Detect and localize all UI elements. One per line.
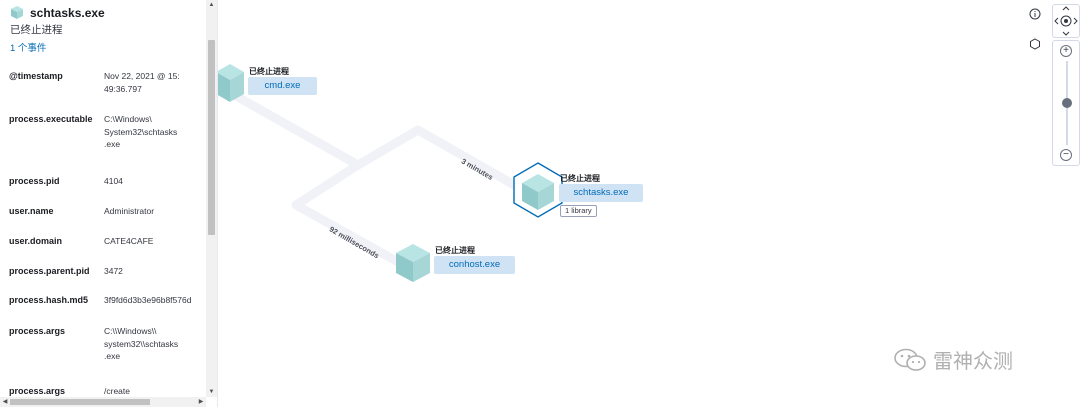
node-state-schtasks: 已终止进程 bbox=[560, 174, 600, 183]
target-icon[interactable] bbox=[1060, 15, 1072, 27]
node-name-schtasks[interactable]: schtasks.exe bbox=[559, 184, 643, 202]
field-row: process.pid 4104 bbox=[0, 175, 206, 188]
node-cube-conhost[interactable] bbox=[396, 244, 430, 282]
scroll-down-icon[interactable]: ▼ bbox=[208, 389, 215, 395]
field-row: process.executable C:\Windows\ System32\… bbox=[0, 113, 206, 151]
field-value: C:\\Windows\\ system32\\schtasks .exe bbox=[104, 326, 179, 361]
field-key: user.name bbox=[9, 206, 54, 216]
edge-cmd-schtasks bbox=[219, 84, 526, 194]
field-key: process.parent.pid bbox=[9, 266, 90, 276]
watermark: 雷神众测 bbox=[893, 345, 1013, 374]
process-cube-icon bbox=[11, 6, 23, 19]
field-row: process.parent.pid 3472 bbox=[0, 265, 206, 278]
scroll-left-icon[interactable]: ◀ bbox=[2, 399, 8, 405]
process-status: 已终止进程 bbox=[10, 24, 63, 36]
field-key: process.args bbox=[9, 326, 66, 336]
graph-edges bbox=[218, 64, 563, 282]
field-key: @timestamp bbox=[9, 71, 63, 81]
field-row: @timestamp Nov 22, 2021 @ 15: 49:36.797 bbox=[0, 70, 206, 95]
process-graph[interactable]: 3 minutes 92 milliseconds 已终止进程 cmd.exe … bbox=[218, 0, 1080, 407]
field-key: process.hash.md5 bbox=[9, 295, 89, 305]
node-name-cmd[interactable]: cmd.exe bbox=[248, 77, 317, 95]
field-value: C:\Windows\ System32\schtasks .exe bbox=[104, 114, 178, 149]
hexagon-icon[interactable] bbox=[1028, 38, 1042, 52]
field-row: process.hash.md5 3f9fd6d3b3e96b8f576d bbox=[0, 294, 206, 307]
node-state-cmd: 已终止进程 bbox=[249, 67, 289, 76]
zoom-in-button[interactable]: + bbox=[1060, 45, 1072, 57]
panel-title: schtasks.exe bbox=[30, 5, 105, 20]
scroll-up-icon[interactable]: ▲ bbox=[208, 2, 215, 8]
info-icon[interactable] bbox=[1028, 8, 1042, 22]
watermark-text: 雷神众测 bbox=[933, 349, 1013, 373]
field-value: Administrator bbox=[104, 206, 155, 216]
pan-up-icon[interactable] bbox=[1062, 6, 1070, 11]
node-detail-panel: schtasks.exe 已终止进程 1 个事件 @timestamp Nov … bbox=[0, 0, 218, 407]
node-cube-cmd[interactable] bbox=[218, 64, 244, 102]
field-value: 3f9fd6d3b3e96b8f576d bbox=[104, 295, 192, 305]
zoom-out-button[interactable]: − bbox=[1060, 149, 1072, 161]
scrollbar-thumb[interactable] bbox=[208, 40, 215, 235]
node-state-conhost: 已终止进程 bbox=[435, 246, 475, 255]
pan-left-icon[interactable] bbox=[1054, 17, 1059, 25]
library-badge[interactable]: 1 library bbox=[560, 205, 597, 217]
zoom-control: + − bbox=[1052, 40, 1080, 166]
field-key: process.pid bbox=[9, 176, 60, 186]
events-link[interactable]: 1 个事件 bbox=[10, 43, 47, 54]
horizontal-scrollbar[interactable]: ◀ ▶ bbox=[0, 397, 206, 407]
pan-right-icon[interactable] bbox=[1073, 17, 1078, 25]
field-row: user.name Administrator bbox=[0, 205, 206, 218]
scrollbar-thumb[interactable] bbox=[10, 399, 150, 405]
scroll-right-icon[interactable]: ▶ bbox=[198, 399, 204, 405]
node-detail-content: schtasks.exe 已终止进程 1 个事件 @timestamp Nov … bbox=[0, 0, 206, 397]
node-name-conhost[interactable]: conhost.exe bbox=[434, 256, 515, 274]
field-key: process.args bbox=[9, 386, 66, 396]
vertical-scrollbar[interactable]: ▲ ▼ bbox=[206, 0, 217, 397]
field-row: user.domain CATE4CAFE bbox=[0, 235, 206, 248]
wechat-logo-icon bbox=[894, 348, 926, 371]
field-row: process.args /create bbox=[0, 385, 206, 397]
pan-control bbox=[1052, 4, 1080, 38]
edge-cmd-conhost bbox=[291, 161, 401, 266]
field-key: user.domain bbox=[9, 236, 63, 246]
field-value: /create bbox=[104, 386, 130, 396]
field-value: CATE4CAFE bbox=[104, 236, 154, 246]
field-row: process.args C:\\Windows\\ system32\\sch… bbox=[0, 325, 206, 363]
field-value: 4104 bbox=[104, 176, 123, 186]
node-cube-schtasks[interactable] bbox=[513, 162, 563, 218]
field-value: Nov 22, 2021 @ 15: 49:36.797 bbox=[104, 71, 180, 94]
field-key: process.executable bbox=[9, 114, 93, 124]
field-value: 3472 bbox=[104, 266, 123, 276]
zoom-slider-handle[interactable] bbox=[1062, 98, 1072, 108]
pan-down-icon[interactable] bbox=[1062, 31, 1070, 36]
panel-header: schtasks.exe bbox=[10, 5, 105, 20]
